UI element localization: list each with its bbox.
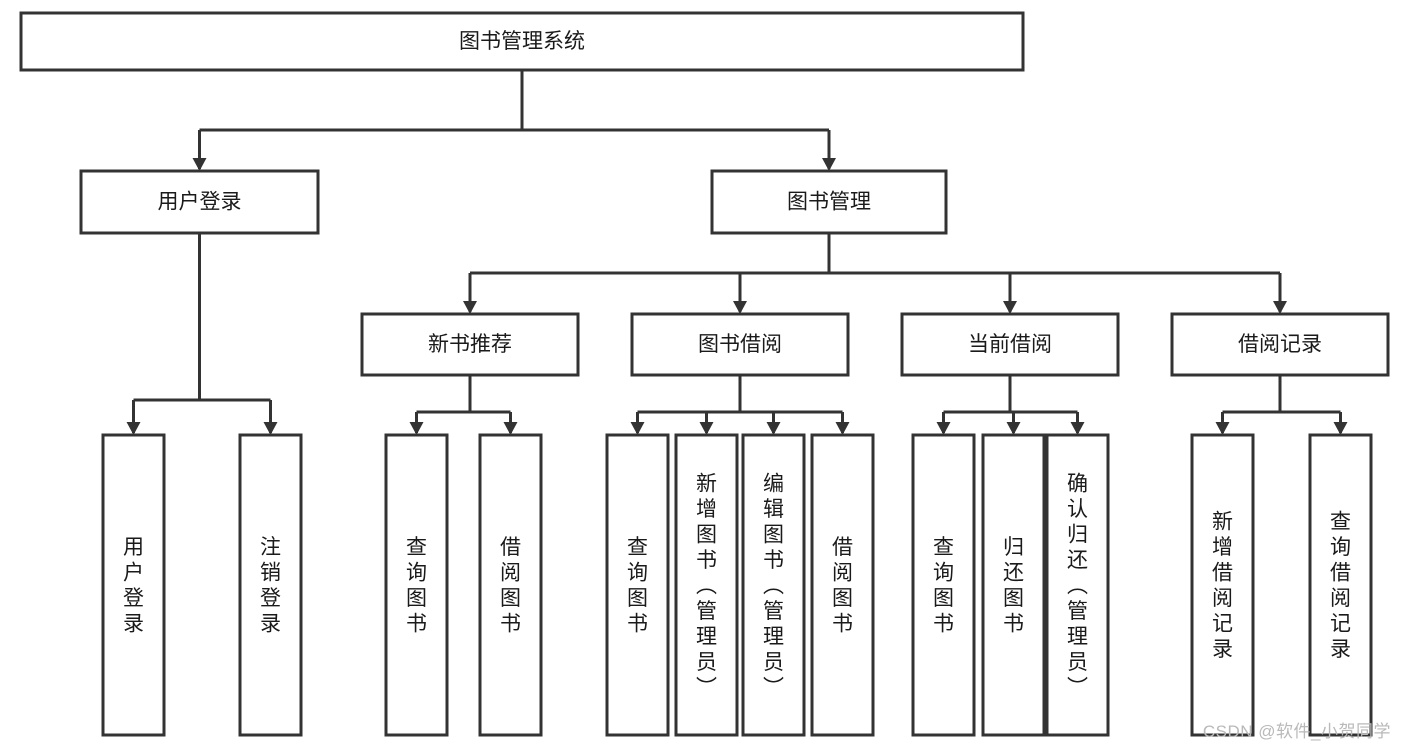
arrow-head-icon (1333, 422, 1348, 435)
arrow-head-icon (503, 422, 518, 435)
arrow-head-icon (263, 422, 278, 435)
arrow-head-icon (766, 422, 781, 435)
node-label: 借阅图书 (500, 536, 521, 636)
arrow-head-icon (1070, 422, 1085, 435)
node-new-book-rec[interactable]: 新书推荐 (360, 312, 580, 377)
node-box (605, 433, 670, 737)
node-label: 查询图书 (406, 536, 427, 636)
node-leaf-cur-query[interactable]: 查询图书 (911, 433, 976, 737)
node-box (360, 312, 580, 377)
node-label: 图书管理 (787, 191, 871, 214)
node-box (1045, 433, 1110, 737)
arrow-head-icon (1215, 422, 1230, 435)
node-label: 注销登录 (260, 536, 281, 636)
node-box (741, 433, 806, 737)
node-current-borrow[interactable]: 当前借阅 (900, 312, 1120, 377)
node-leaf-cur-confirm[interactable]: 确认归还︵管理员︶ (1045, 433, 1110, 737)
edge-group-book-borrow (630, 375, 850, 435)
node-label: 确认归还︵管理员︶ (1067, 472, 1088, 699)
node-leaf-borrow-add[interactable]: 新增图书︵管理员︶ (674, 433, 739, 737)
node-label: 新增借阅记录 (1212, 511, 1233, 662)
node-label: 查询借阅记录 (1330, 511, 1351, 662)
node-leaf-rec-borrow[interactable]: 借阅图书 (478, 433, 543, 737)
node-label: 归还图书 (1003, 536, 1024, 636)
arrow-head-icon (936, 422, 951, 435)
node-label: 用户登录 (123, 536, 144, 636)
node-user-login[interactable]: 用户登录 (79, 169, 320, 235)
node-book-borrow[interactable]: 图书借阅 (630, 312, 850, 377)
node-label: 借阅图书 (832, 536, 853, 636)
arrow-head-icon (699, 422, 714, 435)
node-label: 查询图书 (627, 536, 648, 636)
node-leaf-borrow-query[interactable]: 查询图书 (605, 433, 670, 737)
node-box (710, 169, 948, 235)
node-box (911, 433, 976, 737)
arrow-head-icon (1006, 422, 1021, 435)
node-box (674, 433, 739, 737)
arrow-head-icon (192, 158, 207, 171)
node-layer: 图书管理系统用户登录图书管理新书推荐图书借阅当前借阅借阅记录用户登录注销登录查询… (19, 11, 1390, 737)
node-label: 编辑图书︵管理员︶ (763, 472, 784, 699)
edge-group-borrow-record (1215, 375, 1348, 435)
arrow-head-icon (463, 301, 477, 314)
node-leaf-borrow-edit[interactable]: 编辑图书︵管理员︶ (741, 433, 806, 737)
node-box (1190, 433, 1255, 737)
edge-group-book-manage (463, 233, 1287, 314)
node-box (810, 433, 875, 737)
node-root[interactable]: 图书管理系统 (19, 11, 1025, 72)
arrow-head-icon (126, 422, 141, 435)
edge-group-new-book-rec (409, 375, 518, 435)
node-box (101, 433, 166, 737)
node-label: 新书推荐 (428, 333, 512, 356)
node-box (238, 433, 303, 737)
node-label: 借阅记录 (1238, 333, 1322, 356)
node-book-manage[interactable]: 图书管理 (710, 169, 948, 235)
arrow-head-icon (1273, 301, 1287, 314)
edge-group-user-login (126, 233, 278, 435)
arrow-head-icon (630, 422, 645, 435)
arrow-head-icon (822, 158, 836, 171)
node-leaf-rec-add[interactable]: 新增借阅记录 (1190, 433, 1255, 737)
node-label: 图书管理系统 (459, 30, 585, 53)
node-box (384, 433, 449, 737)
node-box (981, 433, 1046, 737)
node-leaf-rec-search[interactable]: 查询借阅记录 (1308, 433, 1373, 737)
node-label: 查询图书 (933, 536, 954, 636)
node-box (19, 11, 1025, 72)
node-box (478, 433, 543, 737)
node-box (1170, 312, 1390, 377)
node-box (1308, 433, 1373, 737)
node-leaf-user-login[interactable]: 用户登录 (101, 433, 166, 737)
connector-layer (126, 70, 1348, 435)
node-label: 新增图书︵管理员︶ (696, 472, 717, 699)
edge-group-current-borrow (936, 375, 1085, 435)
node-leaf-user-logout[interactable]: 注销登录 (238, 433, 303, 737)
node-label: 用户登录 (158, 191, 242, 214)
arrow-head-icon (733, 301, 747, 314)
arrow-head-icon (835, 422, 850, 435)
node-box (900, 312, 1120, 377)
arrow-head-icon (409, 422, 424, 435)
node-label: 当前借阅 (968, 333, 1052, 356)
node-borrow-record[interactable]: 借阅记录 (1170, 312, 1390, 377)
node-box (79, 169, 320, 235)
node-leaf-borrow-lend[interactable]: 借阅图书 (810, 433, 875, 737)
arrow-head-icon (1003, 301, 1017, 314)
node-leaf-rec-query[interactable]: 查询图书 (384, 433, 449, 737)
edge-group-root (192, 70, 836, 171)
node-label: 图书借阅 (698, 333, 782, 356)
node-box (630, 312, 850, 377)
node-leaf-cur-return[interactable]: 归还图书 (981, 433, 1046, 737)
